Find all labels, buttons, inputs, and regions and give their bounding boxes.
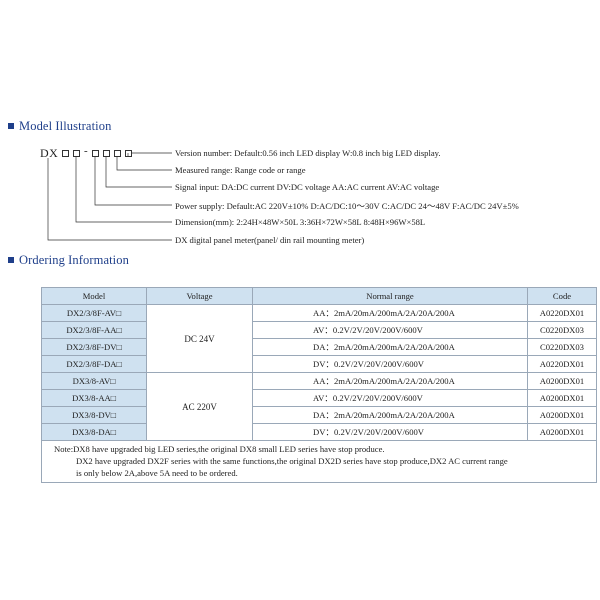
signal-input-description: Signal input: DA:DC current DV:DC voltag… [175, 182, 440, 192]
table-row: DX2/3/8F-DV□ DA：2mA/20mA/200mA/2A/20A/20… [41, 338, 597, 356]
code-cell: A0220DX01 [527, 304, 597, 322]
version-number-description: Version number: Default:0.56 inch LED di… [175, 148, 441, 158]
table-header-row: Model Voltage Normal range Code [41, 287, 597, 305]
header-code: Code [527, 287, 597, 305]
ordering-information-heading: Ordering Information [8, 253, 129, 268]
note-line: DX2 have upgraded DX2F series with the s… [76, 456, 508, 466]
model-illustration-heading: Model Illustration [8, 119, 111, 134]
voltage-cell: AC 220V [146, 372, 253, 441]
code-slot-box [114, 150, 121, 157]
table-row: DX3/8-AA□ AV：0.2V/2V/20V/200V/600V A0200… [41, 389, 597, 407]
table-row: DX3/8-DA□ DV：0.2V/2V/20V/200V/600V A0200… [41, 423, 597, 441]
square-bullet-icon [8, 257, 14, 264]
table-row: DX3/8-AV□ AC 220V AA：2mA/20mA/200mA/2A/2… [41, 372, 597, 441]
table-row: DX2/3/8F-AA□ AV：0.2V/2V/20V/200V/600V C0… [41, 321, 597, 339]
note-line: Note:DX8 have upgraded big LED series,th… [54, 444, 385, 454]
ordering-table: Model Voltage Normal range Code DX2/3/8F… [41, 287, 597, 483]
range-cell: DV：0.2V/2V/20V/200V/600V [252, 423, 528, 441]
model-cell: DX2/3/8F-AV□ [41, 304, 147, 322]
range-cell: DV：0.2V/2V/20V/200V/600V [252, 355, 528, 373]
note-row: Note:DX8 have upgraded big LED series,th… [41, 440, 597, 483]
model-cell: DX2/3/8F-DV□ [41, 338, 147, 356]
code-slot-box [62, 150, 69, 157]
range-cell: DA：2mA/20mA/200mA/2A/20A/200A [252, 406, 528, 424]
note-line: is only below 2A,above 5A need to be ord… [76, 468, 238, 478]
code-cell: A0200DX01 [527, 389, 597, 407]
model-cell: DX3/8-AA□ [41, 389, 147, 407]
model-cell: DX2/3/8F-DA□ [41, 355, 147, 373]
range-cell: AV：0.2V/2V/20V/200V/600V [252, 321, 528, 339]
code-cell: A0220DX01 [527, 355, 597, 373]
measured-range-description: Measured range: Range code or range [175, 165, 306, 175]
ordering-information-title: Ordering Information [19, 253, 129, 267]
model-illustration-title: Model Illustration [19, 119, 112, 133]
model-code-prefix: DX [40, 146, 59, 160]
dimension-description: Dimension(mm): 2:24H×48W×50L 3:36H×72W×5… [175, 217, 426, 227]
code-cell: A0200DX01 [527, 372, 597, 390]
code-cell: A0200DX01 [527, 423, 597, 441]
range-cell: AA：2mA/20mA/200mA/2A/20A/200A [252, 304, 528, 322]
model-cell: DX3/8-DA□ [41, 423, 147, 441]
code-dash: - [84, 145, 88, 157]
code-slot-box [92, 150, 99, 157]
product-type-description: DX digital panel meter(panel/ din rail m… [175, 235, 365, 245]
code-cell: A0200DX01 [527, 406, 597, 424]
code-slot-box [103, 150, 110, 157]
power-supply-description: Power supply: Default:AC 220V±10% D:AC/D… [175, 201, 519, 211]
code-slot-box [73, 150, 80, 157]
note-cell: Note:DX8 have upgraded big LED series,th… [41, 440, 597, 483]
code-cell: C0220DX03 [527, 321, 597, 339]
table-row: DX2/3/8F-AV□ DC 24V AA：2mA/20mA/200mA/2A… [41, 304, 597, 373]
voltage-cell: DC 24V [146, 304, 253, 373]
header-model: Model [41, 287, 147, 305]
model-cell: DX3/8-DV□ [41, 406, 147, 424]
model-cell: DX3/8-AV□ [41, 372, 147, 390]
range-cell: DA：2mA/20mA/200mA/2A/20A/200A [252, 338, 528, 356]
header-voltage: Voltage [146, 287, 253, 305]
table-row: DX3/8-DV□ DA：2mA/20mA/200mA/2A/20A/200A … [41, 406, 597, 424]
code-cell: C0220DX03 [527, 338, 597, 356]
range-cell: AV：0.2V/2V/20V/200V/600V [252, 389, 528, 407]
table-row: DX2/3/8F-DA□ DV：0.2V/2V/20V/200V/600V A0… [41, 355, 597, 373]
header-normal-range: Normal range [252, 287, 528, 305]
model-cell: DX2/3/8F-AA□ [41, 321, 147, 339]
square-bullet-icon [8, 123, 14, 130]
code-slot-box [125, 150, 132, 157]
range-cell: AA：2mA/20mA/200mA/2A/20A/200A [252, 372, 528, 390]
